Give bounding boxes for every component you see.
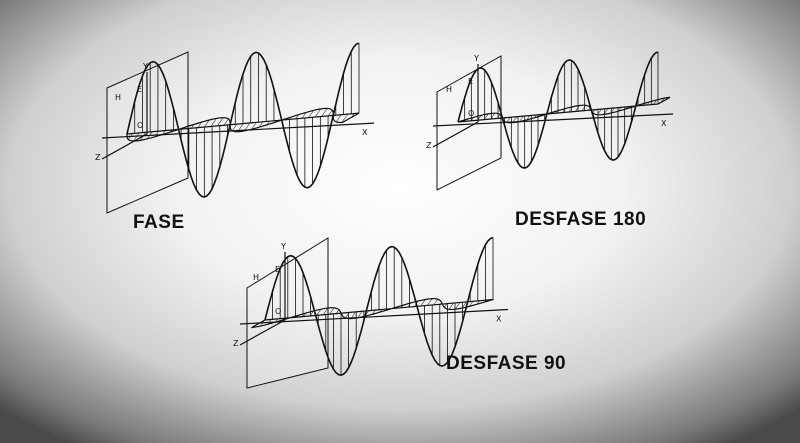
electric-field-label: E bbox=[137, 85, 142, 94]
diagram-fase: Y X Z O E H bbox=[95, 42, 375, 214]
axis-label-y: Y bbox=[142, 62, 148, 71]
origin-label: O bbox=[468, 109, 474, 118]
z-axis bbox=[101, 133, 148, 160]
x-axis bbox=[239, 308, 509, 325]
axis-label-z: Z bbox=[95, 153, 101, 162]
axis-label-y: Y bbox=[280, 242, 286, 251]
x-axis bbox=[101, 122, 375, 139]
axis-label-x: X bbox=[496, 314, 502, 323]
origin-label: O bbox=[275, 307, 281, 316]
diagram-desfase-90: Y X Z O E H bbox=[233, 236, 509, 389]
electric-field-label: E bbox=[468, 77, 473, 86]
caption-desfase-90: DESFASE 90 bbox=[446, 353, 567, 374]
axis-label-x: X bbox=[362, 128, 368, 137]
caption-fase: FASE bbox=[133, 212, 185, 233]
electric-field-wave bbox=[264, 236, 494, 377]
magnetic-field-label: H bbox=[253, 273, 259, 282]
magnetic-field-label: H bbox=[115, 93, 121, 102]
axis-label-x: X bbox=[661, 119, 667, 128]
z-axis bbox=[432, 121, 479, 148]
origin-label: O bbox=[137, 121, 143, 130]
caption-desfase-180: DESFASE 180 bbox=[515, 209, 647, 230]
axis-label-z: Z bbox=[233, 339, 239, 348]
electric-field-wave bbox=[126, 42, 360, 198]
magnetic-field-wave bbox=[457, 96, 671, 124]
x-axis bbox=[432, 113, 674, 127]
diagram-desfase-180: Y X Z O E H bbox=[426, 51, 674, 191]
magnetic-field-label: H bbox=[446, 85, 452, 94]
electric-field-label: E bbox=[275, 265, 280, 274]
axis-label-z: Z bbox=[426, 141, 432, 150]
electric-field-wave bbox=[457, 51, 659, 169]
z-axis bbox=[239, 319, 286, 346]
axis-label-y: Y bbox=[473, 54, 479, 63]
